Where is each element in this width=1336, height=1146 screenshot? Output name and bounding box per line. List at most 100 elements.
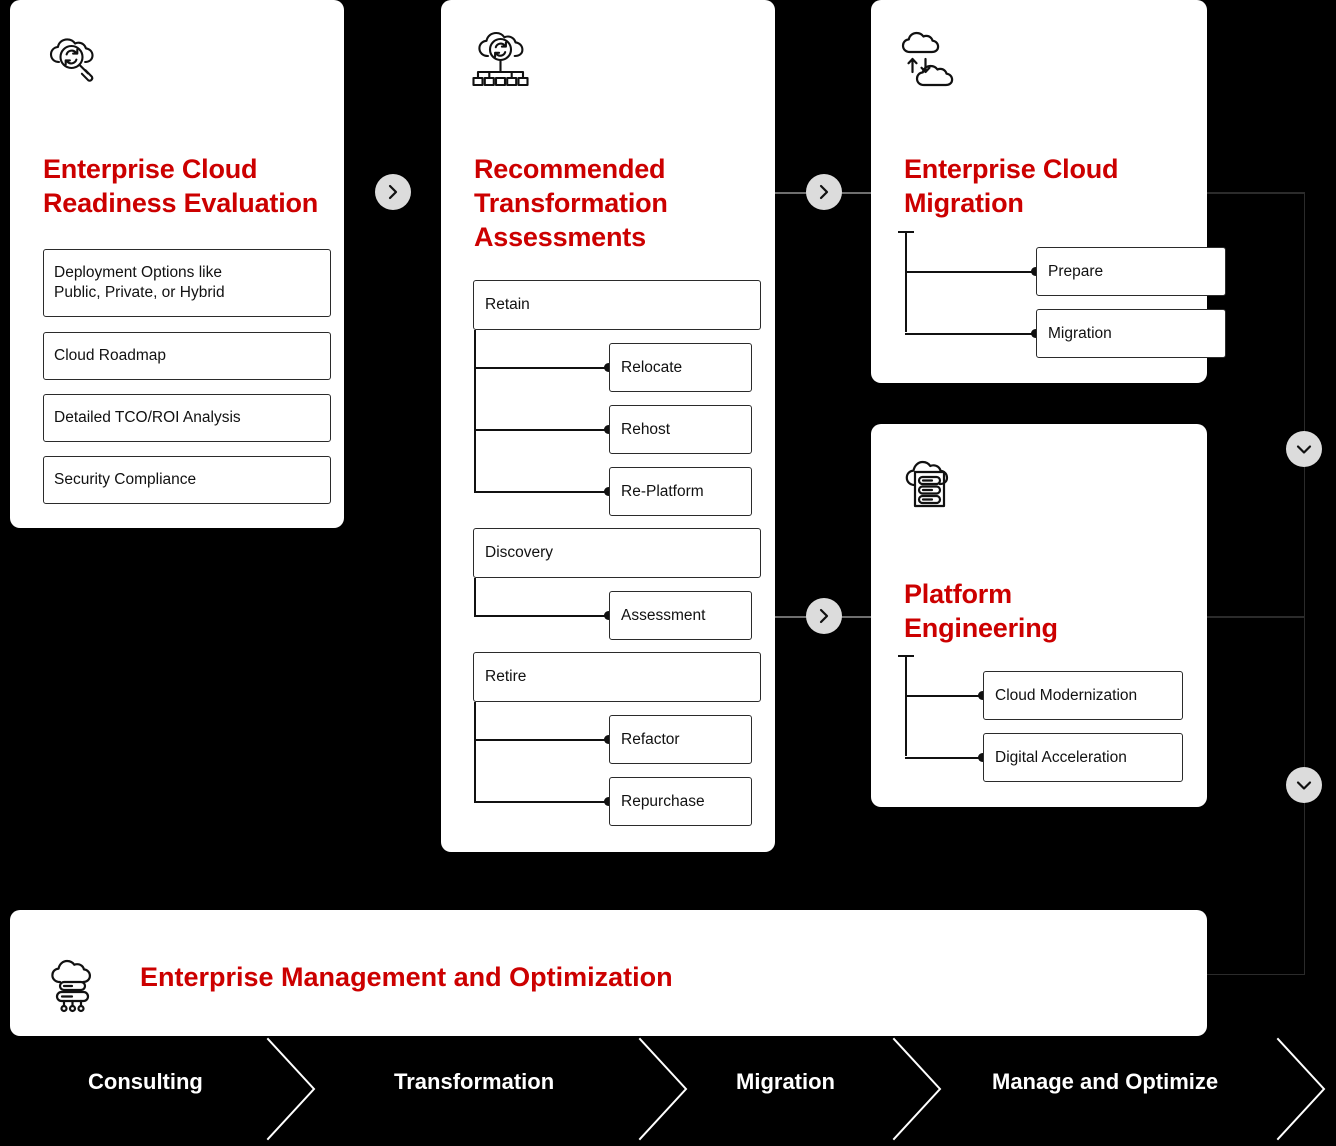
process-separator-2 [634,1037,694,1146]
branch-dot-cloud-modernization [978,691,987,700]
assessments-child-repurchase-label: Repurchase [621,792,705,810]
migration-child-prepare-label: Prepare [1048,262,1104,280]
process-separator-1 [262,1037,322,1146]
branch-trunk-migration [905,231,907,332]
card-migration-title: Enterprise Cloud Migration [904,152,1189,220]
connector-right-vertical-upper [1303,192,1305,975]
connector-stub-left-top [773,192,807,194]
branch-trunk-platform [905,655,907,756]
readiness-item-0[interactable]: Deployment Options like Public, Private,… [43,249,331,317]
assessments-parent-retain-label: Retain [485,296,530,313]
connector-platform-right-horizontal [1150,616,1305,618]
readiness-item-1-label: Cloud Roadmap [54,347,167,364]
assessments-child-replatform[interactable]: Re-Platform [609,467,752,516]
branch-dot-digital-acceleration [978,753,987,762]
banner-enterprise-management[interactable]: Enterprise Management and Optimization [10,910,1207,1036]
assessments-parent-retire[interactable]: Retire [473,652,761,702]
assessments-child-relocate-label: Relocate [621,358,683,376]
readiness-item-3-label: Security Compliance [54,471,197,488]
process-step-manage-optimize[interactable]: Manage and Optimize [992,1069,1219,1094]
connector-bottom-horizontal [1150,973,1305,975]
process-step-transformation[interactable]: Transformation [394,1069,555,1094]
connector-stub-right-mid [841,616,875,618]
branch-arm-refactor [474,739,609,741]
card-assessments-title-line3: Assessments [474,222,646,252]
card-readiness-title-line2: Readiness Evaluation [43,188,319,218]
chevron-right-icon [819,608,829,624]
card-assessments-title-line2: Transformation [474,188,668,218]
branch-dot-replatform [604,487,613,496]
chevron-right-icon [388,184,398,200]
readiness-item-2[interactable]: Detailed TCO/ROI Analysis [43,394,331,442]
process-step-consulting[interactable]: Consulting [88,1069,203,1094]
card-migration-title-line2: Migration [904,188,1024,218]
assessments-child-assessment[interactable]: Assessment [609,591,752,640]
card-platform-engineering[interactable]: Platform Engineering Cloud Modernization… [871,424,1207,807]
card-platform-title-line2: Engineering [904,613,1058,643]
branch-dot-migration [1031,329,1040,338]
card-platform-title-line1: Platform [904,579,1012,609]
banner-title: Enterprise Management and Optimization [140,962,673,992]
branch-arm-rehost [474,429,609,431]
readiness-item-3[interactable]: Security Compliance [43,456,331,504]
branch-arm-repurchase [474,801,609,803]
branch-arm-relocate [474,367,609,369]
assessments-child-refactor-label: Refactor [621,730,680,748]
assessments-child-rehost-label: Rehost [621,420,671,438]
two-clouds-transfer-icon [897,28,963,90]
card-readiness-title-line1: Enterprise Cloud [43,154,258,184]
card-readiness-evaluation[interactable]: Enterprise Cloud Readiness Evaluation De… [10,0,344,528]
readiness-item-2-label: Detailed TCO/ROI Analysis [54,409,241,426]
process-step-migration[interactable]: Migration [736,1069,835,1094]
branch-arm-digital-acceleration [905,757,981,759]
branch-dot-prepare [1031,267,1040,276]
next-to-platform-button[interactable] [806,598,842,634]
card-assessments-title: Recommended Transformation Assessments [474,152,757,254]
expand-migration-branch-button[interactable] [1286,431,1322,467]
chevron-down-icon [1296,781,1312,790]
assessments-child-replatform-label: Re-Platform [621,482,704,500]
branch-dot-assessment [604,611,613,620]
platform-child-cloud-modernization[interactable]: Cloud Modernization [983,671,1183,720]
readiness-item-1[interactable]: Cloud Roadmap [43,332,331,380]
card-platform-title: Platform Engineering [904,577,1189,645]
cloud-server-rack-icon [897,452,963,514]
card-enterprise-cloud-migration[interactable]: Enterprise Cloud Migration Prepare Migra… [871,0,1226,383]
next-to-migration-button[interactable] [806,174,842,210]
branch-trunk-retire [474,702,476,802]
assessments-parent-discovery-label: Discovery [485,544,554,561]
assessments-parent-retain[interactable]: Retain [473,280,761,330]
cloud-server-stack-icon [46,956,108,1016]
assessments-child-relocate[interactable]: Relocate [609,343,752,392]
process-separator-3 [888,1037,948,1146]
card-readiness-title: Enterprise Cloud Readiness Evaluation [43,152,326,220]
branch-arm-assessment [474,615,609,617]
assessments-child-repurchase[interactable]: Repurchase [609,777,752,826]
card-migration-title-line1: Enterprise Cloud [904,154,1119,184]
cloud-sync-network-icon [469,26,535,92]
branch-dot-relocate [604,363,613,372]
branch-dot-rehost [604,425,613,434]
migration-child-migration-label: Migration [1048,324,1112,342]
platform-child-digital-acceleration[interactable]: Digital Acceleration [983,733,1183,782]
migration-child-prepare[interactable]: Prepare [1036,247,1226,296]
assessments-parent-discovery[interactable]: Discovery [473,528,761,578]
platform-child-cloud-modernization-label: Cloud Modernization [995,686,1138,704]
next-to-assessments-button[interactable] [375,174,411,210]
branch-trunk-retain [474,330,476,492]
expand-platform-branch-button[interactable] [1286,767,1322,803]
migration-child-migration[interactable]: Migration [1036,309,1226,358]
assessments-parent-retire-label: Retire [485,668,527,685]
assessments-child-refactor[interactable]: Refactor [609,715,752,764]
assessments-child-rehost[interactable]: Rehost [609,405,752,454]
connector-migration-right-horizontal [1150,192,1305,194]
card-transformation-assessments[interactable]: Recommended Transformation Assessments R… [441,0,775,852]
branch-dot-repurchase [604,797,613,806]
cloud-magnifier-sync-icon [44,28,108,90]
branch-arm-replatform [474,491,609,493]
platform-child-digital-acceleration-label: Digital Acceleration [995,748,1127,766]
connector-stub-left-mid [773,616,807,618]
readiness-item-0-line2: Public, Private, or Hybrid [54,284,225,301]
chevron-right-icon [819,184,829,200]
